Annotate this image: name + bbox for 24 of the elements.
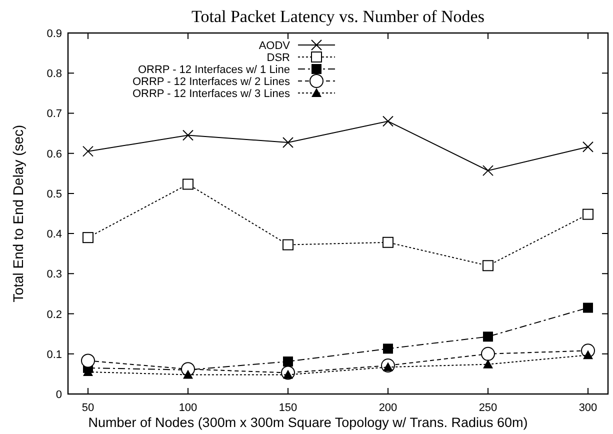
x-tick-label: 100 xyxy=(178,402,198,414)
y-tick-label: 0.8 xyxy=(46,68,62,80)
legend-label: ORRP - 12 Interfaces w/ 3 Lines xyxy=(132,88,290,100)
chart-title: Total Packet Latency vs. Number of Nodes xyxy=(192,7,484,26)
legend-label: ORRP - 12 Interfaces w/ 2 Lines xyxy=(132,76,290,88)
y-tick-label: 0.6 xyxy=(46,148,62,160)
x-tick-label: 50 xyxy=(82,402,94,414)
legend-label: ORRP - 12 Interfaces w/ 1 Line xyxy=(138,64,290,76)
y-tick-label: 0 xyxy=(56,389,62,401)
y-axis-label: Total End to End Delay (sec) xyxy=(10,124,26,302)
x-axis-label: Number of Nodes (300m x 300m Square Topology w/ Trans. Radius 60m) xyxy=(88,415,528,430)
x-tick-label: 300 xyxy=(578,402,598,414)
legend-label: DSR xyxy=(266,52,290,64)
y-tick-label: 0.5 xyxy=(46,188,62,200)
x-tick-label: 150 xyxy=(278,402,298,414)
y-tick-label: 0.3 xyxy=(46,268,62,281)
y-tick-label: 0.4 xyxy=(46,228,62,241)
y-tick-label: 0.9 xyxy=(46,28,62,40)
y-tick-label: 0.7 xyxy=(46,108,62,120)
y-tick-label: 0.1 xyxy=(46,348,62,361)
y-tick-label: 0.2 xyxy=(46,308,62,321)
x-tick-label: 250 xyxy=(478,402,498,414)
x-tick-label: 200 xyxy=(378,402,398,414)
legend-label: AODV xyxy=(258,40,290,52)
